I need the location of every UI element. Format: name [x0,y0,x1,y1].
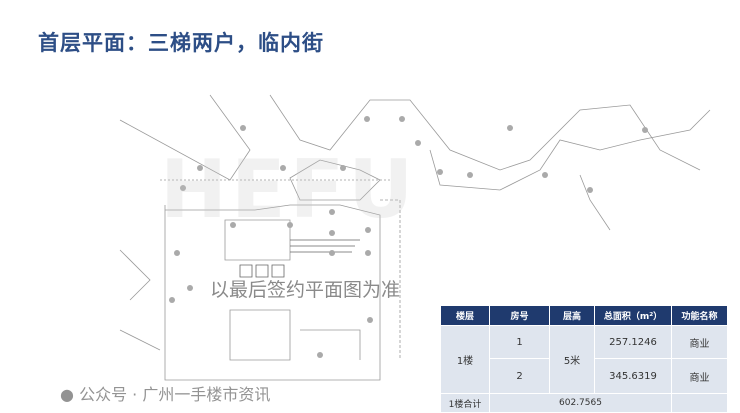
plan-outline [269,94,701,171]
header-room: 房号 [489,305,550,326]
function-cell: 商业 [671,325,728,359]
room [229,309,361,361]
header-function: 功能名称 [671,305,728,326]
source-watermark: ● 公众号 · 广州一手楼市资讯 [60,386,270,404]
table-header-row: 楼层 房号 层高 总面积（m²） 功能名称 [440,305,728,326]
area-table: 楼层 房号 层高 总面积（m²） 功能名称 1楼 1 5米 257.1246 商… [440,305,728,413]
total-value: 602.7565 [489,393,672,413]
height-cell: 5米 [549,325,595,394]
page-title: 首层平面：三梯两户，临内街 [38,30,324,55]
area-cell: 257.1246 [594,325,672,359]
header-height: 层高 [549,305,595,326]
elevator [239,264,285,278]
plan-outline [579,174,611,231]
plan-outline [119,249,161,351]
total-empty [671,393,728,413]
brand-watermark: HEFU [160,143,418,236]
header-area: 总面积（m²） [594,305,672,326]
room-cell: 1 [489,325,550,359]
columns [169,116,648,358]
floor-cell: 1楼 [440,325,490,394]
header-floor: 楼层 [440,305,490,326]
plan-outline [380,199,401,360]
table-total-row: 1楼合计 602.7565 [440,393,728,413]
building-outline [164,204,381,381]
wall [290,239,360,253]
function-cell: 商业 [671,358,728,394]
plan-outline [429,109,711,191]
area-cell: 345.6319 [594,358,672,394]
plan-outline [119,94,251,181]
wechat-icon: ● [60,385,74,404]
total-label: 1楼合计 [440,393,490,413]
room-cell: 2 [489,358,550,394]
core [224,219,291,261]
source-watermark-text: 公众号 · 广州一手楼市资讯 [79,385,271,404]
table-row: 1楼 1 5米 257.1246 商业 [440,325,728,394]
disclaimer-watermark: 以最后签约平面图为准 [210,279,401,301]
